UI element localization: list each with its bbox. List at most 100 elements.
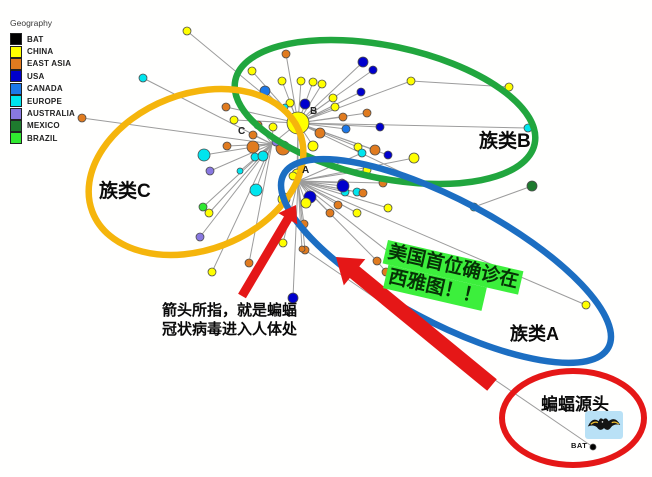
network-edge	[203, 143, 273, 156]
bat-icon	[585, 411, 623, 439]
legend-item: AUSTRALIA	[10, 107, 120, 120]
network-node-europe	[197, 148, 211, 162]
network-node-china	[383, 203, 393, 213]
entry-point-note-line2: 冠状病毒进入人体处	[162, 321, 298, 338]
network-node-china	[182, 26, 192, 36]
network-node-east-asia	[244, 258, 254, 268]
network-node-mexico	[526, 180, 538, 192]
network-edge	[225, 106, 299, 124]
network-node-europe	[249, 183, 263, 197]
network-node-china	[307, 140, 319, 152]
network-node-china	[229, 115, 239, 125]
network-node-east-asia	[281, 49, 291, 59]
network-node-canada	[341, 124, 351, 134]
network-edge	[248, 143, 273, 264]
network-edge	[297, 91, 362, 124]
network-node-usa	[375, 122, 385, 132]
network-node-europe	[236, 167, 244, 175]
network-edge	[81, 117, 273, 145]
network-edge	[297, 157, 415, 182]
network-node-australia	[195, 232, 205, 242]
network-edge	[292, 180, 299, 299]
network-node-bat	[589, 443, 597, 451]
legend-swatch	[10, 45, 22, 58]
legend-swatch	[10, 95, 22, 108]
network-edge	[255, 143, 273, 191]
network-node-china	[352, 208, 362, 218]
legend-title: Geography	[10, 18, 53, 28]
network-node-china	[204, 208, 214, 218]
bat-silhouette-icon	[587, 418, 621, 430]
network-node-usa	[357, 56, 369, 68]
legend-swatch	[10, 82, 22, 95]
clade-a-label: 族类A	[510, 324, 559, 344]
network-node-china	[308, 77, 318, 87]
network-node-brazil	[198, 202, 208, 212]
legend-swatch	[10, 119, 22, 132]
network-node-usa	[356, 87, 366, 97]
network-edge	[297, 180, 364, 194]
legend-label: USA	[27, 71, 45, 81]
network-node-east-asia	[246, 140, 260, 154]
network-node-east-asia	[248, 130, 258, 140]
legend-swatch	[10, 33, 22, 46]
network-node-china	[406, 76, 416, 86]
network-edge	[285, 53, 299, 124]
network-node-usa	[299, 98, 311, 110]
network-node-australia	[205, 166, 215, 176]
network-edge	[211, 143, 273, 273]
network-edge	[209, 143, 273, 172]
network-edge	[297, 180, 587, 306]
network-edge	[297, 112, 368, 124]
network-edge	[297, 61, 364, 124]
legend-label: EAST ASIA	[27, 59, 72, 69]
bat-origin-circle	[499, 368, 647, 468]
seattle-arrow	[336, 257, 497, 391]
network-node-china	[353, 142, 363, 152]
network-node-china	[247, 66, 257, 76]
network-edge	[297, 180, 303, 250]
clade-c-label: 族类C	[99, 181, 151, 202]
network-edge	[297, 180, 358, 214]
network-node-china	[278, 238, 288, 248]
network-node-china	[581, 300, 591, 310]
hub-letter-c: C	[238, 126, 246, 137]
network-node-east-asia	[298, 245, 306, 253]
geography-legend: Geography BAT CHINA EAST ASIA USA CANADA EURO…	[10, 18, 120, 145]
network-node-east-asia	[358, 188, 368, 198]
clade-b-label: 族类B	[479, 131, 531, 152]
legend-item: BRAZIL	[10, 132, 120, 145]
network-node-europe	[138, 73, 148, 83]
legend-label: EUROPE	[27, 96, 62, 106]
network-node-east-asia	[372, 256, 382, 266]
network-edge	[297, 122, 529, 129]
network-node-usa	[336, 179, 350, 193]
legend-label: MEXICO	[27, 121, 60, 131]
legend-label: CANADA	[27, 84, 63, 94]
network-node-china	[296, 76, 306, 86]
network-node-east-asia	[362, 108, 372, 118]
legend-item: BAT	[10, 33, 120, 46]
legend-item: EUROPE	[10, 95, 120, 108]
network-edge	[297, 180, 344, 187]
legend-item: MEXICO	[10, 119, 120, 132]
network-node-china	[328, 93, 338, 103]
legend-label: BAT	[27, 34, 44, 44]
legend-swatch	[10, 57, 22, 70]
legend-swatch	[10, 70, 22, 83]
hub-letter-a: A	[302, 165, 310, 176]
network-node-east-asia	[77, 113, 87, 123]
legend-swatch	[10, 107, 22, 120]
legend-item: CANADA	[10, 82, 120, 95]
entry-point-arrow	[238, 205, 298, 299]
network-node-east-asia	[221, 102, 231, 112]
network-node-china	[207, 267, 217, 277]
network-node-usa	[287, 292, 299, 304]
network-node-usa	[383, 150, 393, 160]
legend-item: CHINA	[10, 45, 120, 58]
legend-label: CHINA	[27, 47, 54, 57]
network-node-europe	[257, 150, 269, 162]
network-node-china	[330, 102, 340, 112]
